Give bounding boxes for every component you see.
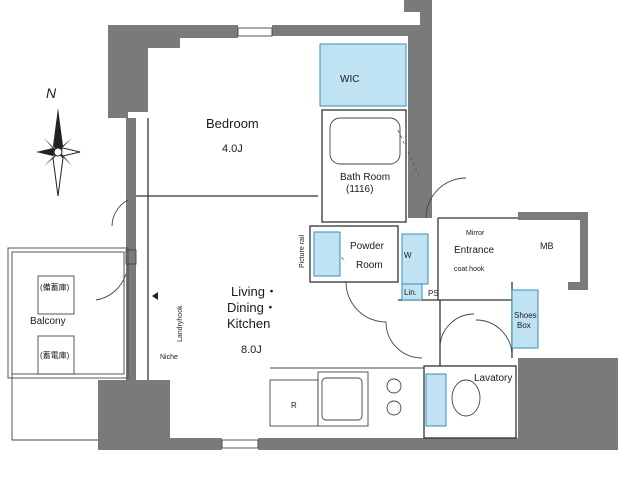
wic-label: WIC [340, 74, 359, 85]
mirror-label: Mirror [466, 230, 485, 237]
wall-bottom [170, 438, 222, 450]
powder-room-label-2: Room [356, 260, 383, 271]
balcony-unit-2-box [37, 335, 75, 375]
coat-hook-label: coat hook [454, 266, 485, 273]
kitchen-sink-icon [321, 377, 363, 421]
ldk-label-2: Dining・ [227, 300, 277, 315]
wic-area [319, 43, 407, 107]
shoes-box-area [511, 289, 539, 349]
bedroom-label: Bedroom [206, 116, 259, 131]
bath-dash [397, 129, 421, 179]
washer-area [401, 233, 429, 285]
powder-sink-icon [313, 231, 341, 277]
laundry-hook-label: Landryhook [177, 305, 184, 342]
ldk-label-3: Kitchen [227, 316, 270, 331]
window-top [237, 27, 273, 37]
wall-top-right [272, 25, 420, 36]
wall-left-column [98, 380, 170, 450]
windows [125, 27, 273, 449]
balcony-unit-1-label: (備蓄庫) [40, 282, 70, 292]
window-bottom [221, 439, 259, 449]
bedroom-size: 4.0J [222, 143, 243, 155]
door-bedroom [111, 199, 129, 227]
arrow-marker-icon [152, 292, 158, 300]
wall-top-left [108, 25, 238, 118]
compass-north-label: N [46, 85, 57, 101]
wall-bottom-2 [258, 438, 518, 450]
wall-right-upper [408, 25, 420, 218]
exterior-walls [98, 0, 618, 450]
picture-rail-label: Picture rail [299, 234, 306, 268]
niche-label: Niche [160, 354, 178, 361]
mb-label: MB [540, 241, 554, 251]
shoes-box-label-1: Shoes [514, 311, 537, 320]
wall-left-strip [126, 118, 136, 380]
window-left [125, 249, 137, 265]
interior-walls [7, 109, 518, 441]
lavatory-sink-icon [425, 373, 447, 427]
bathtub-icon [329, 117, 401, 165]
linen-label: Lin. [404, 288, 417, 297]
bath-room-label: Bath Room [340, 172, 390, 183]
door-corridor [385, 321, 423, 359]
bath-size-label: (1116) [346, 184, 373, 195]
door-entrance [425, 177, 467, 219]
stove-burner-icon [386, 378, 402, 394]
ps-label: PS [428, 289, 439, 298]
wall-bottom-right [518, 358, 618, 450]
stove-burner-2-icon [386, 400, 402, 416]
wet-areas [313, 43, 539, 427]
balcony-unit-2-label: (蓄電庫) [40, 350, 70, 360]
ldk-size: 8.0J [241, 344, 262, 356]
lavatory-label: Lavatory [474, 373, 512, 384]
entrance-label: Entrance [454, 245, 494, 256]
door-balcony [95, 273, 127, 301]
toilet-icon [451, 379, 481, 417]
wall-mb [518, 212, 588, 290]
balcony-label: Balcony [30, 316, 66, 327]
powder-room-label-1: Powder [350, 241, 385, 252]
refrigerator-label: R [291, 401, 297, 410]
door-powder [345, 281, 387, 323]
ldk-label-1: Living・ [231, 284, 278, 299]
linen-area [401, 283, 423, 301]
door-lavatory [439, 313, 475, 349]
balcony-unit-1-box [37, 275, 75, 315]
shoes-box-label-2: Box [517, 321, 531, 330]
wall-tower [404, 0, 432, 218]
washer-label: W [404, 251, 412, 260]
door-shoes [475, 319, 513, 357]
compass-rose-icon [36, 108, 81, 197]
